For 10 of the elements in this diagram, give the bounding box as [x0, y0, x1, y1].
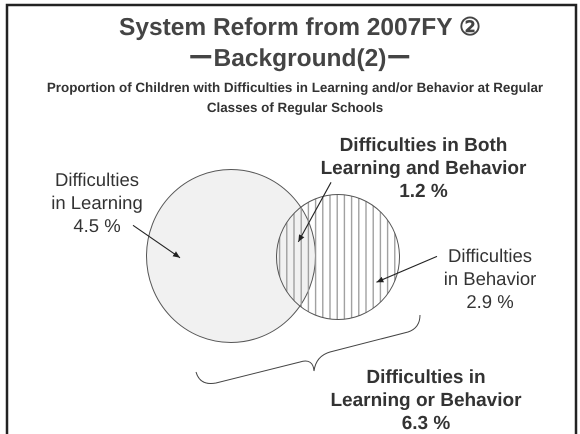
venn-circle [276, 194, 400, 320]
circle-label: Difficulties in Behavior 2.9 % [440, 244, 540, 313]
circle-label: Difficulties in Learning or Behavior 6.3 % [326, 366, 526, 434]
circle-label: Difficulties in Learning 4.5 % [47, 168, 147, 237]
circle-label: Difficulties in Both Learning and Behavior 1.2 % [316, 134, 531, 203]
subtitle: Proportion of Children with Difficulties in Learning and/or Behavior at Regular Classes of Regular Schools [46, 79, 544, 117]
leader-line [298, 182, 332, 242]
leader-line [376, 256, 438, 283]
leader-line [132, 224, 180, 258]
title: System Reform from 2007FY ② ーBackground(2)ー [118, 13, 482, 74]
